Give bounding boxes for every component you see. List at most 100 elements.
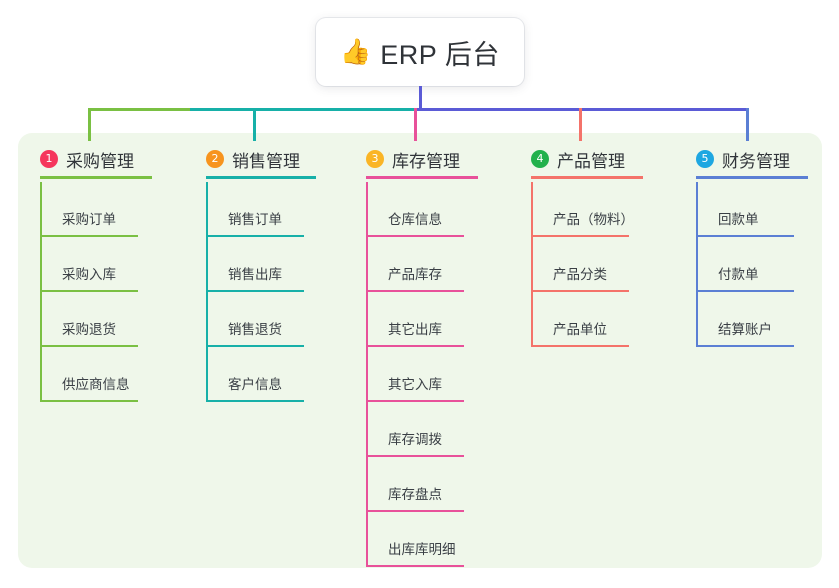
column-branch-4: 产品（物料） 产品分类产品单位 [531,182,634,347]
leaf-node-rule [206,235,304,237]
leaf-node[interactable]: 仓库信息 [366,182,464,237]
column-header-rule-3 [366,176,478,179]
leaf-node-label: 库存盘点 [388,487,442,502]
thumbs-up-emoji: 👍 [340,37,372,66]
leaf-node-label: 产品库存 [388,267,442,282]
column-header-rule-1 [40,176,152,179]
leaf-node[interactable]: 库存调拨 [366,402,464,457]
leaf-node-label: 付款单 [718,267,759,282]
leaf-node-label: 销售出库 [228,267,282,282]
branch-spine-2 [206,182,208,402]
bus-segment-indigo [416,108,749,111]
column-header-5[interactable]: 5 财务管理 [696,146,808,179]
leaf-node-label: 采购入库 [62,267,116,282]
drop-connector-col-3 [414,108,417,141]
column-header-2[interactable]: 2 销售管理 [206,146,316,179]
column-branch-1: 采购订单采购入库采购退货供应商信息 [40,182,138,402]
root-stem-connector [419,86,422,110]
drop-connector-col-5 [746,108,749,141]
leaf-node[interactable]: 销售订单 [206,182,304,237]
leaf-node-rule [40,290,138,292]
branch-spine-3 [366,182,368,567]
leaf-node-label: 产品（物料） [553,212,634,227]
branch-spine-4 [531,182,533,347]
leaf-node-rule [366,400,464,402]
leaf-node-label: 出库库明细 [388,542,456,557]
column-title-4: 产品管理 [557,151,625,171]
drop-connector-col-4 [579,108,582,141]
diagram-panel [18,133,822,568]
column-header-4[interactable]: 4 产品管理 [531,146,643,179]
column-branch-3: 仓库信息产品库存其它出库其它入库库存调拨库存盘点出库库明细 [366,182,464,567]
leaf-node-rule [696,235,794,237]
leaf-node[interactable]: 回款单 [696,182,794,237]
leaf-node[interactable]: 其它入库 [366,347,464,402]
leaf-node-label: 客户信息 [228,377,282,392]
root-node-erp-backend[interactable]: 👍 ERP 后台 [316,18,524,86]
leaf-node[interactable]: 采购订单 [40,182,138,237]
leaf-node-label: 结算账户 [718,322,772,337]
leaf-node-label: 其它出库 [388,322,442,337]
column-badge-4: 4 [531,150,549,168]
leaf-node-rule [366,235,464,237]
leaf-node-rule [531,290,629,292]
leaf-node-rule [366,290,464,292]
leaf-node-label: 供应商信息 [62,377,130,392]
leaf-node-label: 采购退货 [62,322,116,337]
bus-segment-green [88,108,192,111]
column-2: 2 销售管理销售订单销售出库销售退货客户信息 [206,146,316,402]
leaf-node-rule [206,345,304,347]
column-badge-3: 3 [366,150,384,168]
column-badge-2: 2 [206,150,224,168]
leaf-node-label: 库存调拨 [388,432,442,447]
leaf-node-rule [696,345,794,347]
leaf-node-label: 销售退货 [228,322,282,337]
leaf-node-label: 仓库信息 [388,212,442,227]
branch-spine-1 [40,182,42,402]
column-badge-1: 1 [40,150,58,168]
root-node-title: ERP 后台 [380,39,500,70]
leaf-node[interactable]: 供应商信息 [40,347,138,402]
bus-segment-teal [190,108,416,111]
leaf-node-rule [206,400,304,402]
leaf-node[interactable]: 产品库存 [366,237,464,292]
leaf-node-rule [696,290,794,292]
drop-connector-col-1 [88,108,91,141]
leaf-node-rule [531,345,629,347]
leaf-node[interactable]: 客户信息 [206,347,304,402]
column-header-rule-5 [696,176,808,179]
leaf-node[interactable]: 销售出库 [206,237,304,292]
leaf-node-label: 回款单 [718,212,759,227]
leaf-node[interactable]: 采购入库 [40,237,138,292]
column-badge-5: 5 [696,150,714,168]
leaf-node[interactable]: 产品分类 [531,237,629,292]
leaf-node-label: 其它入库 [388,377,442,392]
drop-connector-col-2 [253,108,256,141]
leaf-node[interactable]: 库存盘点 [366,457,464,512]
leaf-node-label: 产品单位 [553,322,607,337]
column-title-2: 销售管理 [232,151,300,171]
leaf-node[interactable]: 其它出库 [366,292,464,347]
leaf-node-label: 产品分类 [553,267,607,282]
leaf-node-rule [366,510,464,512]
column-4: 4 产品管理产品（物料） 产品分类产品单位 [531,146,643,347]
column-title-5: 财务管理 [722,151,790,171]
leaf-node-rule [40,235,138,237]
column-header-rule-2 [206,176,316,179]
leaf-node-rule [366,455,464,457]
leaf-node-label: 销售订单 [228,212,282,227]
leaf-node[interactable]: 出库库明细 [366,512,464,567]
leaf-node[interactable]: 产品单位 [531,292,629,347]
leaf-node[interactable]: 结算账户 [696,292,794,347]
leaf-node[interactable]: 销售退货 [206,292,304,347]
leaf-node[interactable]: 产品（物料） [531,182,634,237]
leaf-node-rule [206,290,304,292]
column-5: 5 财务管理回款单付款单结算账户 [696,146,808,347]
leaf-node[interactable]: 付款单 [696,237,794,292]
leaf-node-rule [40,400,138,402]
leaf-node[interactable]: 采购退货 [40,292,138,347]
